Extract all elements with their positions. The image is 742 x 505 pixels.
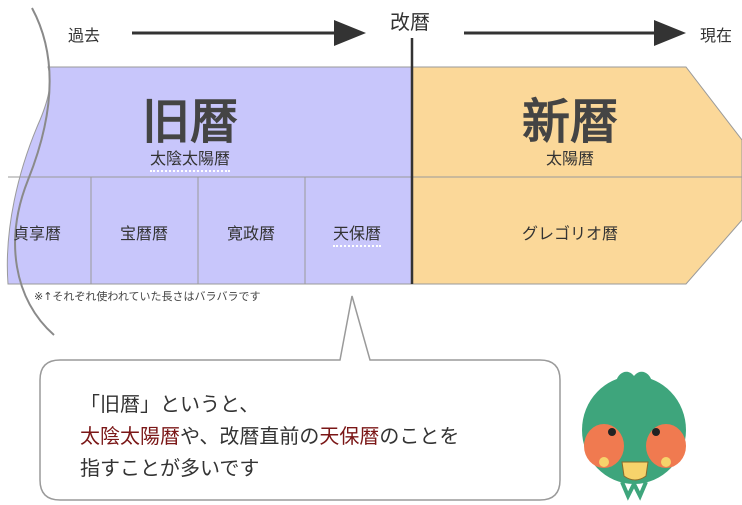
- era-tenpo: 天保暦: [332, 220, 382, 247]
- new-calendar-subtitle: 太陽暦: [545, 149, 595, 168]
- era-gregorian: グレゴリオ暦: [521, 224, 619, 243]
- bird-eye-left: [608, 428, 616, 436]
- old-calendar-title: 旧暦: [141, 94, 239, 150]
- past-arrow-head: [334, 20, 366, 46]
- bubble-mid-text: や、改暦直前の: [180, 424, 320, 448]
- speech-bubble: [39, 295, 561, 501]
- new-calendar-title: 新暦: [521, 94, 619, 150]
- bird-beak: [621, 461, 649, 481]
- bird-eye-right: [652, 428, 660, 436]
- bird-crest: [616, 371, 652, 382]
- present-arrow-head: [654, 20, 686, 46]
- bird-blush-left: [599, 457, 609, 467]
- bubble-line-2: 太陰太陽暦や、改暦直前の天保暦のことを: [80, 420, 459, 452]
- past-label: 過去: [68, 26, 101, 45]
- note-text: ※↑それぞれ使われていた長さはバラバラです: [34, 290, 261, 303]
- highlight-tenporeki: 天保暦: [319, 424, 380, 448]
- bubble-tail-text: のことを: [379, 424, 460, 448]
- bird-mascot: [582, 371, 686, 501]
- reform-label: 改暦: [390, 10, 430, 34]
- highlight-taiin-taiyoreki: 太陰太陽暦: [80, 424, 180, 448]
- era-kansei: 寛政暦: [226, 224, 276, 243]
- present-label: 現在: [700, 26, 733, 45]
- old-calendar-subtitle: 太陰太陽暦: [149, 145, 231, 172]
- bubble-text: 「旧暦」というと、 太陰太陽暦や、改暦直前の天保暦のことを 指すことが多いです: [80, 388, 459, 484]
- era-horeki: 宝暦暦: [119, 224, 169, 243]
- bubble-line-3: 指すことが多いです: [80, 456, 260, 480]
- era-jokyo: 貞享暦: [12, 224, 62, 243]
- wavy-edge: [14, 7, 55, 336]
- bird-blush-right: [661, 457, 671, 467]
- bubble-line-1: 「旧暦」というと、: [80, 392, 260, 416]
- bird-feet: [620, 479, 648, 501]
